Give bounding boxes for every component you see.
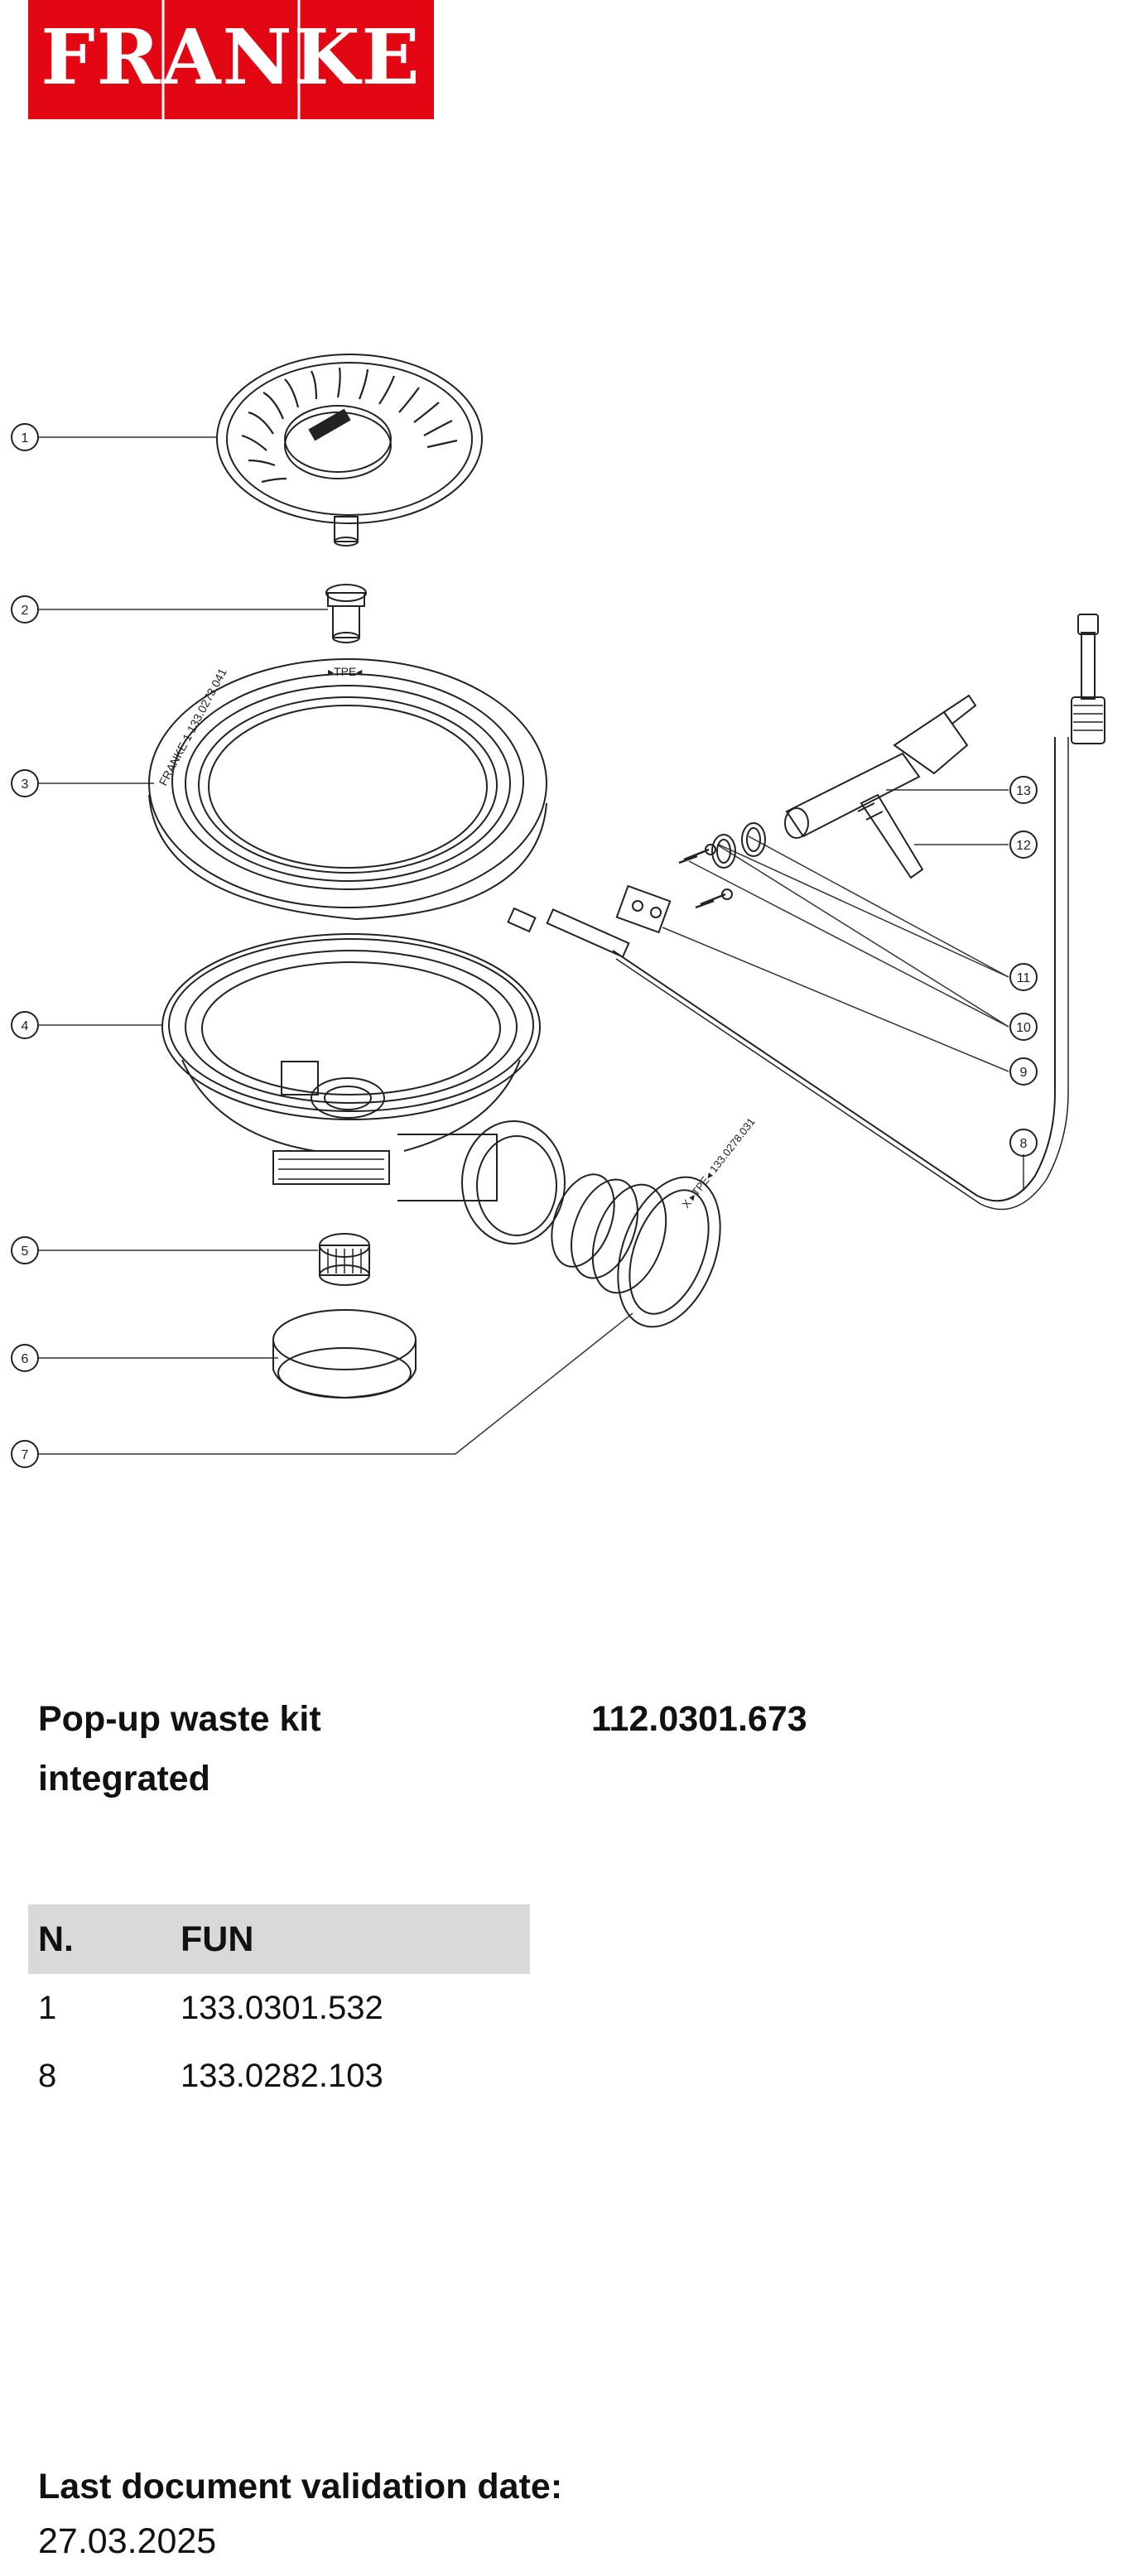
product-code: 112.0301.673 bbox=[591, 1699, 807, 1739]
leader-lines bbox=[38, 436, 1024, 1455]
svg-text:4: 4 bbox=[22, 1019, 29, 1033]
svg-text:3: 3 bbox=[22, 778, 29, 792]
row-number: 8 bbox=[38, 2057, 57, 2094]
validation-date: 27.03.2025 bbox=[38, 2521, 217, 2561]
column-header-number: N. bbox=[28, 1904, 171, 1974]
waste-body-part bbox=[161, 933, 566, 1245]
sleeve-marking: X ▸TPE◂ 133.0278.031 bbox=[680, 1115, 758, 1211]
row-fun-code: 133.0282.103 bbox=[181, 2057, 383, 2094]
callout-6 bbox=[11, 1344, 39, 1372]
bellows-sleeve-part: X ▸TPE◂ 133.0278.031 bbox=[551, 1115, 758, 1328]
callout-13 bbox=[1009, 776, 1038, 804]
table-header-row: N. FUN bbox=[28, 1904, 530, 1974]
svg-text:1: 1 bbox=[22, 431, 29, 445]
svg-text:2: 2 bbox=[22, 604, 29, 618]
callout-5 bbox=[11, 1236, 39, 1264]
callout-7 bbox=[11, 1440, 39, 1468]
franke-logo: FRANKE bbox=[28, 0, 434, 119]
callout-11 bbox=[1009, 963, 1038, 991]
filter-part bbox=[319, 1233, 370, 1286]
row-fun-code: 133.0301.532 bbox=[181, 1989, 383, 2026]
franke-logo-mark: FRANKE bbox=[28, 0, 434, 119]
ring-tab-marking: ▸TPE◂ bbox=[328, 665, 362, 678]
exploded-view-drawing: FRANKE 1 133.0273.041 ▸TPE◂ bbox=[11, 354, 1105, 1468]
svg-text:5: 5 bbox=[22, 1245, 29, 1259]
callout-9 bbox=[1009, 1057, 1038, 1086]
callout-1 bbox=[11, 423, 39, 451]
svg-text:8: 8 bbox=[1020, 1137, 1028, 1151]
callout-8 bbox=[1009, 1129, 1038, 1157]
bracket-part bbox=[615, 884, 672, 934]
collar-ring-part bbox=[272, 1309, 417, 1399]
svg-text:9: 9 bbox=[1020, 1066, 1028, 1080]
strainer-basket-part bbox=[216, 354, 483, 546]
callout-12 bbox=[1009, 831, 1038, 859]
ring-marking: FRANKE 1 133.0273.041 bbox=[157, 666, 229, 787]
lever-clip-part bbox=[857, 793, 924, 879]
callout-markers: 1 2 3 4 5 6 7 8 9 10 11 12 13 bbox=[11, 423, 1038, 1468]
sleeve-part bbox=[325, 584, 367, 643]
svg-text:10: 10 bbox=[1016, 1021, 1031, 1035]
bowden-cable-part bbox=[507, 614, 1105, 1211]
validation-block: Last document validation date: 27.03.202… bbox=[38, 2459, 562, 2569]
knob-part bbox=[784, 694, 977, 839]
screws-part bbox=[678, 844, 733, 909]
svg-text:13: 13 bbox=[1016, 784, 1031, 798]
svg-text:12: 12 bbox=[1016, 839, 1031, 853]
sealing-ring-part: FRANKE 1 133.0273.041 ▸TPE◂ bbox=[148, 658, 547, 921]
callout-2 bbox=[11, 595, 39, 624]
svg-text:7: 7 bbox=[22, 1448, 29, 1462]
spare-parts-table: N. FUN 1 133.0301.532 8 133.0282.103 bbox=[28, 1904, 530, 2110]
callout-3 bbox=[11, 769, 39, 797]
svg-text:6: 6 bbox=[22, 1352, 29, 1366]
column-header-fun: FUN bbox=[171, 1904, 530, 1974]
svg-text:FRANKE: FRANKE bbox=[41, 12, 421, 102]
row-number: 1 bbox=[38, 1989, 57, 2026]
o-rings-part bbox=[711, 822, 766, 869]
table-row: 8 133.0282.103 bbox=[28, 2042, 530, 2110]
callout-4 bbox=[11, 1011, 39, 1039]
table-row: 1 133.0301.532 bbox=[28, 1974, 530, 2042]
validation-label: Last document validation date: bbox=[38, 2467, 563, 2506]
callout-10 bbox=[1009, 1013, 1038, 1041]
svg-text:11: 11 bbox=[1017, 971, 1031, 985]
product-title: Pop-up waste kit integrated bbox=[38, 1699, 321, 1798]
